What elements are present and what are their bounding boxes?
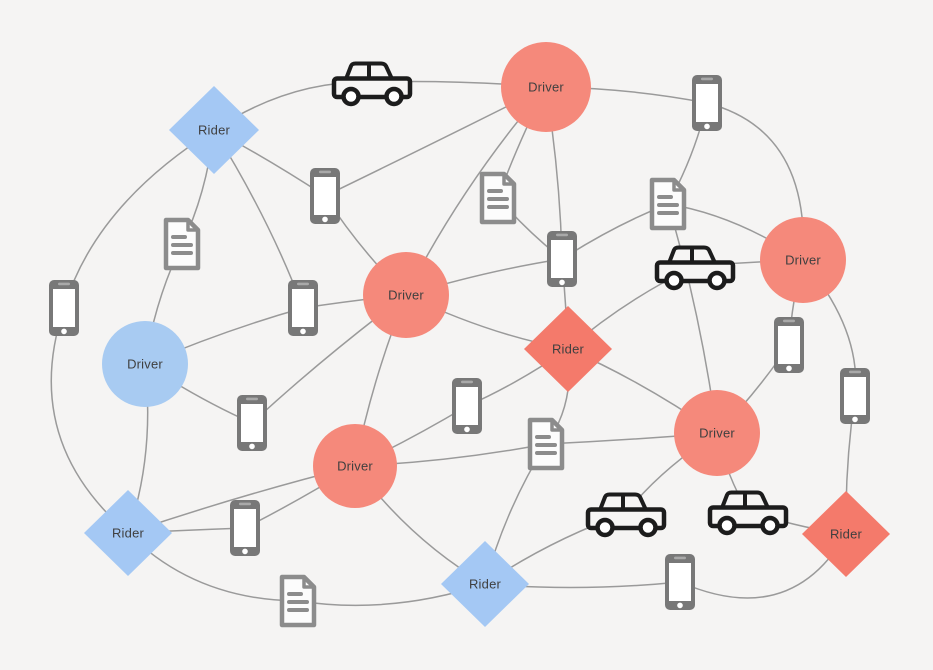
- car-icon[interactable]: [331, 61, 413, 107]
- nodes-layer: DriverDriverDriverDriverDriverDriverRide…: [49, 42, 890, 628]
- driver-node[interactable]: Driver: [102, 321, 188, 407]
- phone-icon[interactable]: [774, 317, 804, 373]
- phone-icon[interactable]: [665, 554, 695, 610]
- phone-icon[interactable]: [310, 168, 340, 224]
- phone-icon[interactable]: [230, 500, 260, 556]
- document-icon[interactable]: [163, 217, 201, 271]
- document-icon[interactable]: [479, 171, 517, 225]
- phone-icon[interactable]: [452, 378, 482, 434]
- driver-node[interactable]: Driver: [363, 252, 449, 338]
- document-icon[interactable]: [279, 574, 317, 628]
- driver-node[interactable]: Driver: [313, 424, 397, 508]
- car-icon[interactable]: [654, 245, 736, 291]
- document-icon[interactable]: [527, 417, 565, 471]
- phone-icon[interactable]: [840, 368, 870, 424]
- edge: [50, 307, 129, 534]
- driver-node[interactable]: Driver: [674, 390, 760, 476]
- car-icon[interactable]: [707, 490, 789, 536]
- phone-icon[interactable]: [49, 280, 79, 336]
- phone-icon[interactable]: [692, 75, 722, 131]
- document-icon[interactable]: [649, 177, 687, 231]
- driver-node[interactable]: Driver: [760, 217, 846, 303]
- phone-icon[interactable]: [288, 280, 318, 336]
- phone-icon[interactable]: [237, 395, 267, 451]
- driver-node[interactable]: Driver: [501, 42, 591, 132]
- car-icon[interactable]: [585, 492, 667, 538]
- phone-icon[interactable]: [547, 231, 577, 287]
